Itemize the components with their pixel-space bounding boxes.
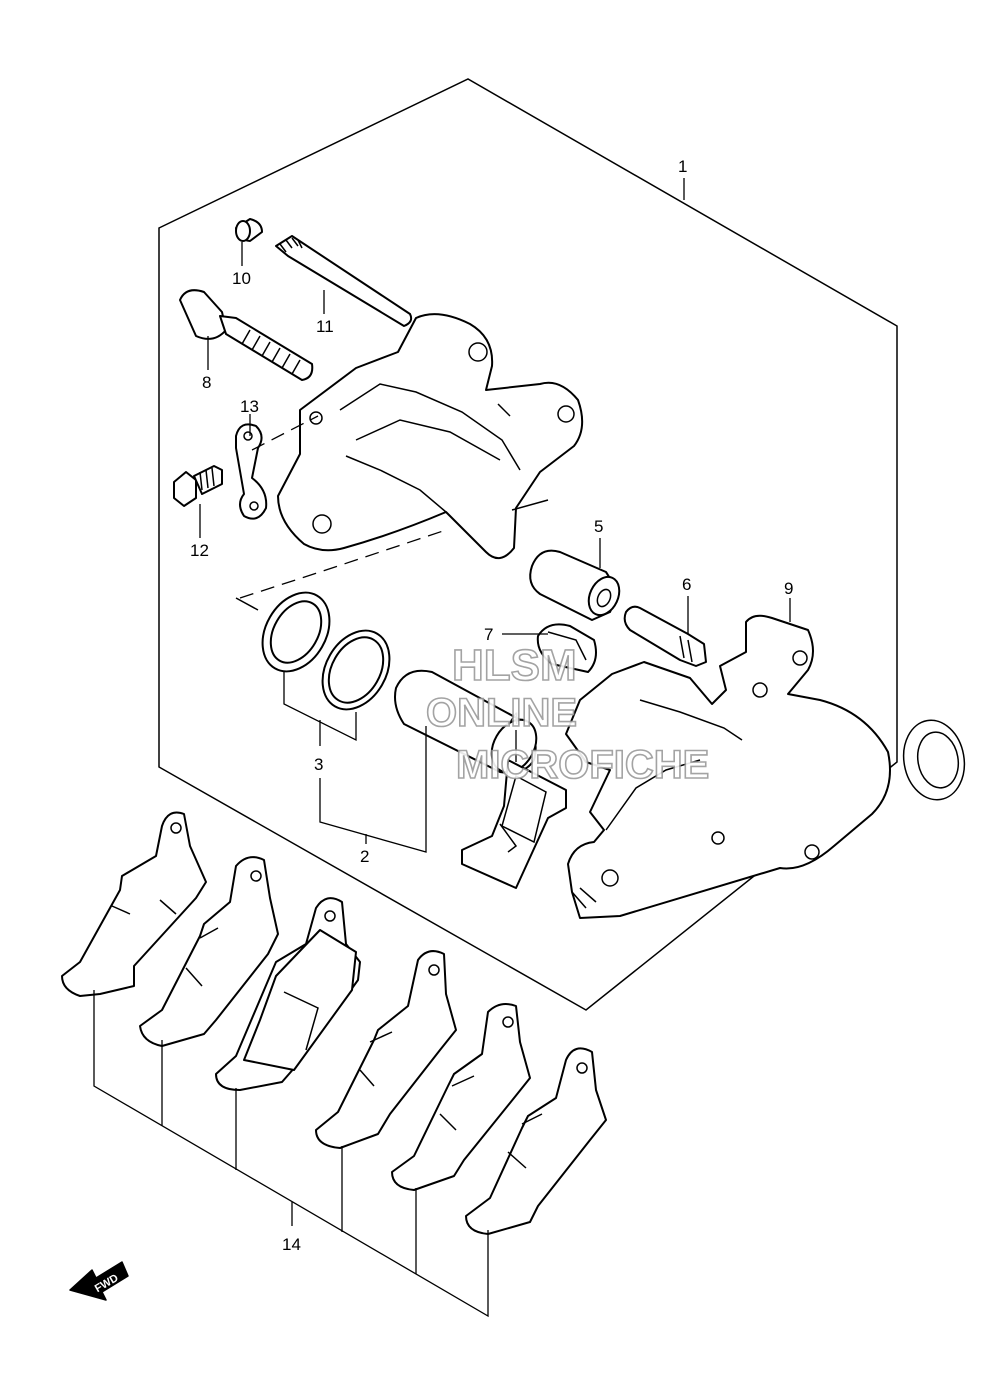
- callout-14: 14: [282, 1235, 301, 1254]
- callout-13: 13: [240, 397, 259, 416]
- callout-1: 1: [678, 157, 687, 176]
- part-5-sleeve[interactable]: [529, 549, 625, 621]
- part-4-pad-spring[interactable]: [461, 759, 567, 889]
- part-13-bracket-plate[interactable]: [235, 423, 268, 520]
- callout-12: 12: [190, 541, 209, 560]
- fwd-label: FWD: [93, 1272, 121, 1295]
- part-9-caliper-bracket[interactable]: [565, 614, 970, 919]
- part-6-pin[interactable]: [623, 605, 707, 667]
- watermark: HLSM ONLINE MICROFICHE: [425, 640, 710, 788]
- assembly-line-corner: [235, 597, 259, 611]
- assembly-line-bleeder: [251, 415, 319, 451]
- part-14-brake-pad-5[interactable]: [391, 1003, 531, 1191]
- part-14-brake-pad-6[interactable]: [465, 1047, 607, 1235]
- callout-6: 6: [682, 575, 691, 594]
- callout-10: 10: [232, 269, 251, 288]
- pads-leader-bracket: [93, 990, 489, 1318]
- watermark-line-2: ONLINE: [426, 691, 577, 735]
- part-10-bleeder-cap[interactable]: [235, 218, 263, 242]
- callout-3: 3: [314, 755, 323, 774]
- callout-9: 9: [784, 579, 793, 598]
- callout-11: 11: [316, 317, 334, 336]
- assembly-line-upper: [511, 499, 549, 511]
- part-14-brake-pad-4[interactable]: [315, 950, 457, 1149]
- forward-direction-arrow: FWD: [69, 1261, 129, 1301]
- callout-4: 4: [510, 709, 519, 728]
- part-14-brake-pad-1[interactable]: [61, 811, 207, 997]
- callout-8: 8: [202, 373, 211, 392]
- part-12-bleeder-screw[interactable]: [173, 465, 223, 507]
- part-3-seal-outer[interactable]: [249, 581, 343, 684]
- part-7-boot[interactable]: [536, 623, 597, 673]
- watermark-line-1: HLSM: [452, 641, 577, 690]
- part-14-brake-pad-3[interactable]: [215, 897, 361, 1091]
- part-3-seal-inner[interactable]: [309, 619, 403, 722]
- part-14-brake-pad-2[interactable]: [139, 856, 279, 1047]
- callout-5: 5: [594, 517, 603, 536]
- assembly-outline: [158, 78, 898, 1011]
- part-2-piston[interactable]: [394, 669, 545, 781]
- assembly-line-seals: [239, 529, 447, 599]
- callout-7: 7: [484, 625, 493, 644]
- caliper-body[interactable]: [277, 313, 584, 559]
- seals-leader-bracket: [283, 672, 427, 853]
- watermark-line-3: MICROFICHE: [456, 743, 709, 787]
- part-8-mounting-bolt[interactable]: [179, 289, 314, 381]
- callout-2: 2: [360, 847, 369, 866]
- part-11-pin-bolt[interactable]: [275, 235, 413, 327]
